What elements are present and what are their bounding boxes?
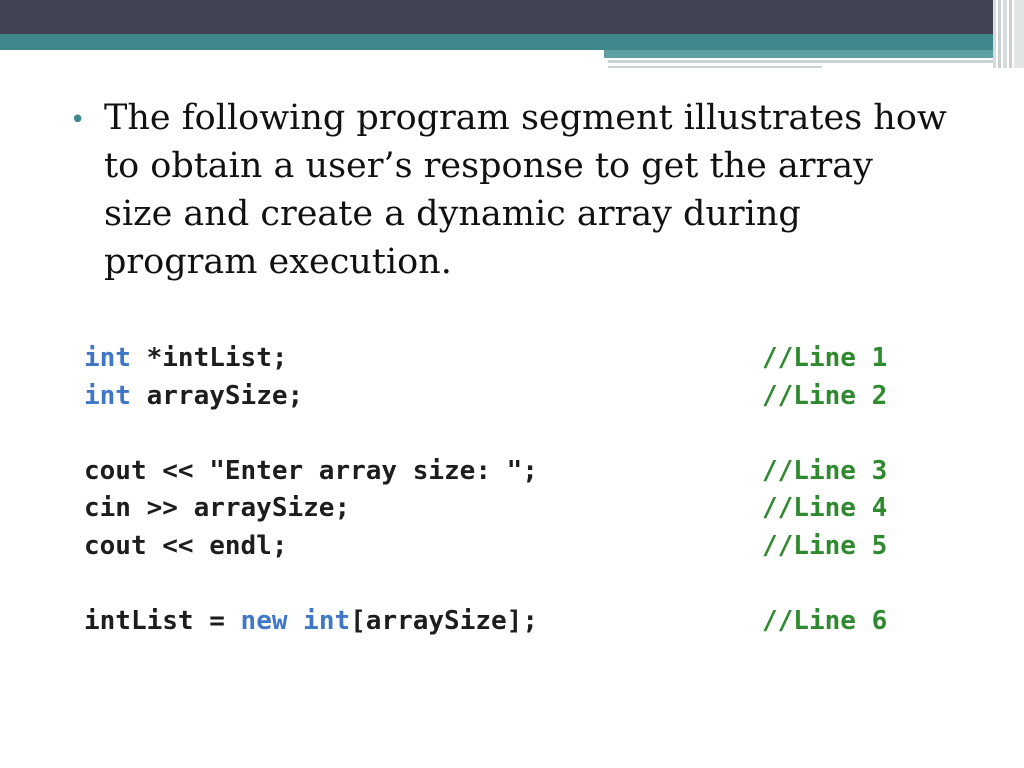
code-text: cout << "Enter array size: "; <box>84 455 538 486</box>
code-line-2: int arraySize; //Line 2 <box>84 378 964 416</box>
bullet-marker: • <box>70 105 86 135</box>
header-grey-line <box>608 60 996 63</box>
code-blank-line <box>84 565 964 603</box>
code-comment: //Line 4 <box>762 493 888 523</box>
code-blank-line <box>84 415 964 453</box>
header-teal-accent <box>604 50 1000 58</box>
code-comment: //Line 1 <box>762 343 888 373</box>
code-line-3: cout << "Enter array size: "; //Line 3 <box>84 453 964 491</box>
keyword: new <box>240 605 288 636</box>
code-comment: //Line 3 <box>762 455 888 486</box>
code-line-5: cout << endl; //Line 5 <box>84 528 964 566</box>
code-snippet: int *intList; //Line 1 int arraySize; //… <box>84 340 964 640</box>
bullet-text: The following program segment illustrate… <box>104 98 947 282</box>
header-grey-line-short <box>608 66 822 68</box>
code-comment: //Line 2 <box>762 380 888 411</box>
code-line-1: int *intList; //Line 1 <box>84 340 964 378</box>
bullet-point: • The following program segment illustra… <box>70 94 950 286</box>
keyword: int <box>303 605 351 636</box>
code-text: [arraySize]; <box>350 605 538 636</box>
code-text: cin >> arraySize; <box>84 493 351 523</box>
header-dark-bar <box>0 0 1024 34</box>
code-text: *intList; <box>130 343 288 373</box>
keyword: int <box>84 380 131 411</box>
header-stripes <box>993 0 1024 68</box>
code-line-6: intList = new int[arraySize]; //Line 6 <box>84 603 964 641</box>
code-comment: //Line 6 <box>762 605 888 636</box>
code-comment: //Line 5 <box>762 530 888 561</box>
keyword: int <box>84 343 131 373</box>
code-text: arraySize; <box>130 380 304 411</box>
code-text <box>288 606 304 636</box>
code-text: cout << endl; <box>84 530 288 561</box>
code-text: intList = <box>84 605 241 636</box>
header-teal-bar <box>0 34 1000 50</box>
code-line-4: cin >> arraySize; //Line 4 <box>84 490 964 528</box>
